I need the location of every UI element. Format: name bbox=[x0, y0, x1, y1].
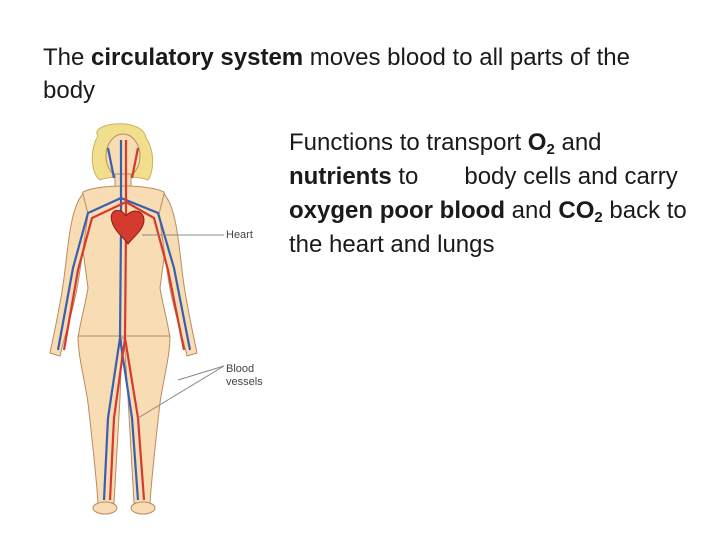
body-text-6: back to the heart and lungs bbox=[289, 197, 687, 258]
heading-text-2: moves blood to all parts of the body bbox=[43, 44, 630, 104]
heading-bold-term: circulatory system bbox=[91, 44, 304, 71]
body-text-1: Functions to transport bbox=[289, 129, 528, 156]
circulatory-body-diagram: Heart Blood vessels bbox=[28, 118, 278, 518]
body-text-2: and bbox=[554, 129, 602, 156]
label-heart: Heart bbox=[226, 229, 253, 241]
body-text-5: and bbox=[505, 197, 559, 224]
nutrients-term: nutrients bbox=[289, 163, 392, 190]
slide-heading: The circulatory system moves blood to al… bbox=[43, 41, 683, 107]
oxygen-poor-blood-term: oxygen poor blood bbox=[289, 197, 505, 224]
body-text-3: to bbox=[391, 163, 419, 190]
body-illustration bbox=[49, 123, 225, 515]
o2-letter: O bbox=[527, 129, 547, 156]
body-text-4: body cells and carry bbox=[464, 163, 678, 190]
co2-symbol: CO2 bbox=[558, 197, 603, 226]
co2-subscript: 2 bbox=[594, 209, 603, 226]
o2-symbol: O2 bbox=[527, 129, 555, 158]
label-blood: Blood bbox=[226, 363, 255, 375]
functions-paragraph: Functions to transport O2 and nutrients … bbox=[289, 126, 709, 262]
label-vessels: vessels bbox=[226, 376, 263, 388]
heading-text-1: The bbox=[43, 44, 92, 71]
o2-subscript: 2 bbox=[546, 141, 555, 158]
co2-letters: CO bbox=[558, 197, 595, 224]
